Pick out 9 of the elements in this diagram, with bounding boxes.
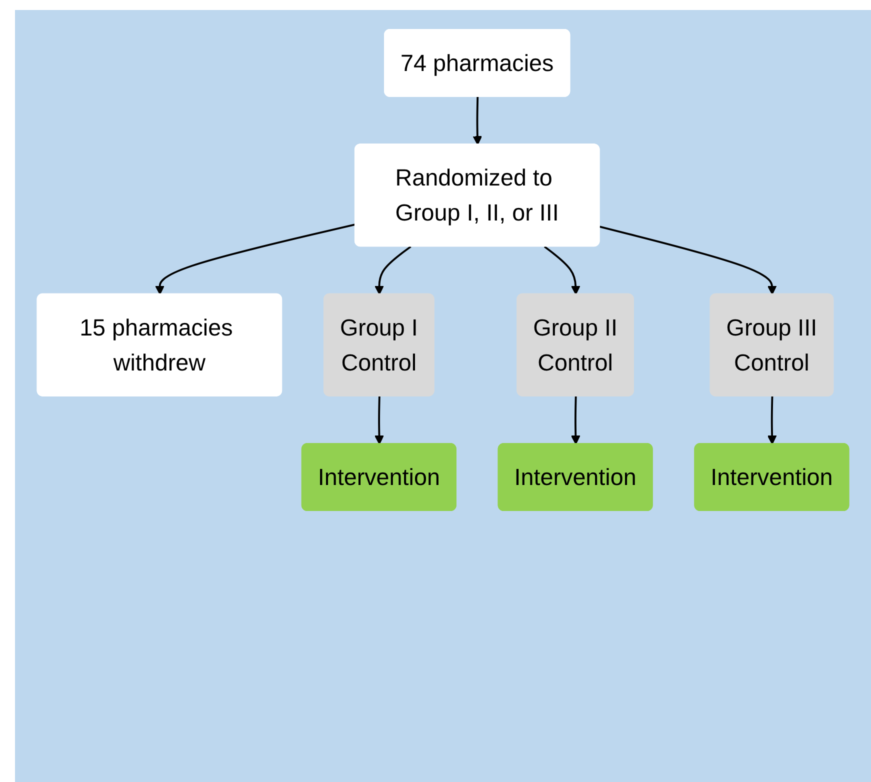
- arrow: [374, 246, 412, 295]
- arrow: [767, 396, 777, 445]
- arrow: [570, 396, 580, 445]
- arrow: [155, 224, 356, 295]
- arrow: [600, 226, 777, 295]
- diagram-background: 74 pharmacies Randomized to Group I, II, or III 15 pharmacies withdrew Group I Control Intervention Group II Control Intervention Group III Control Intervention: [15, 10, 871, 782]
- arrow: [374, 396, 384, 445]
- arrow: [472, 96, 482, 146]
- arrow: [544, 246, 580, 295]
